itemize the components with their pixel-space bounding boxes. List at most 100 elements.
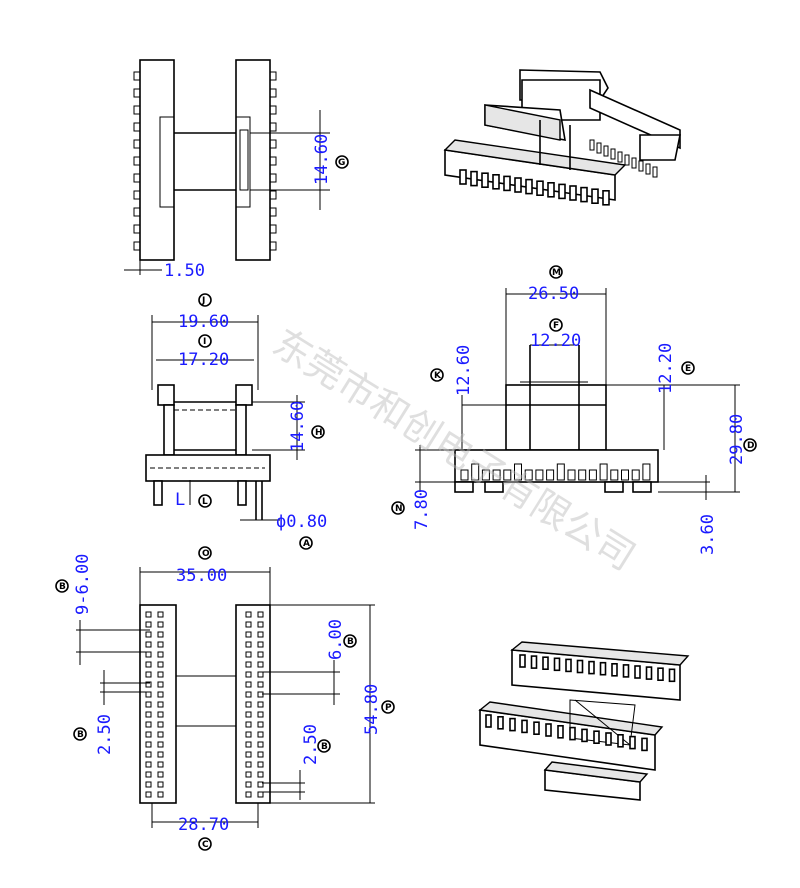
pin-hole [157,661,164,668]
iso-pin [576,659,584,674]
pin-hole [157,771,164,778]
front-right-dimension: 12.20 [656,343,676,394]
iso-pin [553,657,561,672]
bottom-total-dimension: 35.00 [176,566,227,586]
pin-slot [535,469,544,481]
pin-hole [257,701,264,708]
iso-pin [629,735,636,750]
pin-hole [257,661,264,668]
pin-stub [133,190,141,200]
badge-j: J [198,293,212,307]
pin-hole [257,781,264,788]
pin-stub [133,122,141,132]
pin-hole [245,651,252,658]
iso-pin [569,726,576,741]
bottom-pitch-right-dimension: 6.00 [326,619,346,660]
iso-pin [497,715,504,730]
pin-hole [245,611,252,618]
pin-hole [157,701,164,708]
iso-pin [593,730,600,745]
svg-text:B: B [59,582,66,592]
pin-stub [269,105,277,115]
iso-pin [521,719,528,734]
iso-pin [638,160,644,172]
badge-i: I [198,334,212,348]
pin-hole [245,681,252,688]
badge-e: E [681,361,695,375]
pin-hole [245,631,252,638]
iso-pin [624,154,630,166]
badge-a: A [299,536,313,550]
pin-hole [157,721,164,728]
pin-stub [269,173,277,183]
iso-pin [542,656,549,671]
badge-b-1: B [55,579,69,593]
pin-hole [157,621,164,628]
iso-pin [657,667,664,682]
svg-text:B: B [347,637,354,647]
pin-hole [257,621,264,628]
badge-b-4: B [317,739,331,753]
iso-pin [617,733,624,748]
pin-hole [245,621,252,628]
bottom-small-right-dimension: 2.50 [301,724,321,765]
pin-hole [245,691,252,698]
iso-pin [599,661,607,676]
badge-k: K [430,368,444,382]
svg-text:I: I [203,337,206,347]
pin-hole [157,631,164,638]
pin-slot [642,463,651,481]
pin-hole [145,701,152,708]
pin-hole [245,771,252,778]
iso-pin [603,145,609,157]
isometric-view-bottom [478,641,690,801]
front-inner-dimension: 12.20 [530,331,581,351]
pin-hole [245,791,252,798]
svg-text:D: D [747,441,754,451]
pin-slot [503,469,512,481]
svg-text:M: M [552,268,561,278]
pin-hole [257,791,264,798]
pin-stub [133,241,141,251]
pin-slot [567,469,576,481]
pin-stub [133,173,141,183]
front-left-dimension: 12.60 [454,345,474,396]
pin-hole [145,611,152,618]
pin-hole [145,681,152,688]
pin-stub [133,105,141,115]
iso-pin [641,737,648,752]
pin-hole [157,741,164,748]
iso-pin [565,658,572,673]
pin-slot [471,463,480,481]
pin-hole [245,701,252,708]
iso-pin [503,175,511,192]
pin-stub [269,88,277,98]
pin-stub [133,224,141,234]
pin-hole [145,671,152,678]
bottom-pitch-dimension: 9-6.00 [73,554,93,615]
pin-hole [257,671,264,678]
iso-pin [459,169,467,185]
side-core-dimension: 14.60 [288,401,308,452]
iso-pin [591,188,599,204]
iso-pin [485,714,492,728]
badge-c: C [198,837,212,851]
pin-stub [133,156,141,166]
iso-pin [569,185,577,201]
pin-hole [157,761,164,768]
pin-slot [460,469,469,481]
iso-pin [519,654,526,668]
pin-stub [269,139,277,149]
pin-hole [157,651,164,658]
svg-text:P: P [385,703,392,713]
svg-text:F: F [553,321,559,331]
front-base-dimension: 7.80 [412,489,432,530]
badge-l: L [198,494,212,508]
badge-b-3: B [73,727,87,741]
pin-hole [145,631,152,638]
iso-pin [652,166,658,178]
iso-pin [509,717,516,732]
iso-pin [605,732,612,746]
isometric-view-top [443,69,681,206]
